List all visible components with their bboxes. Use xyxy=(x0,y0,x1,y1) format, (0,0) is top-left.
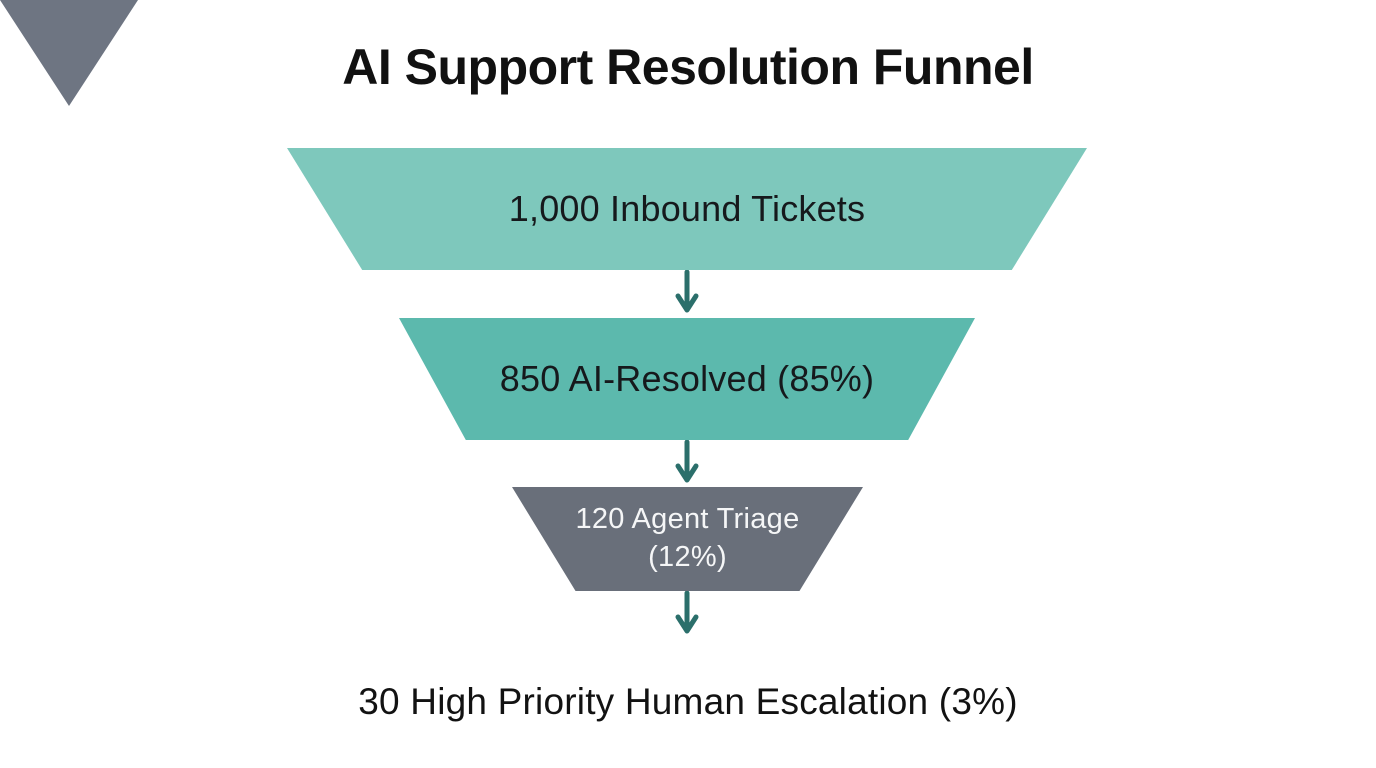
stage-ai-resolved-label: 850 AI-Resolved (85%) xyxy=(499,358,875,399)
chart-title: AI Support Resolution Funnel xyxy=(342,39,1034,95)
funnel-stage-ai-resolved: 850 AI-Resolved (85%) xyxy=(399,318,975,440)
stage-agent-triage-line2: (12%) xyxy=(648,541,727,573)
down-arrow-icon xyxy=(675,270,699,313)
stage-agent-triage-line1: 120 Agent Triage xyxy=(575,503,800,536)
escalation-label: 30 High Priority Human Escalation (3%) xyxy=(358,681,1018,722)
funnel-stage-agent-triage: 120 Agent Triage (12%) xyxy=(512,487,863,591)
funnel-stage-inbound-tickets: 1,000 Inbound Tickets xyxy=(287,148,1087,270)
stage-agent-triage-label: 120 Agent Triage (12%) xyxy=(575,501,799,576)
stage-inbound-label: 1,000 Inbound Tickets xyxy=(508,188,866,229)
down-arrow-icon xyxy=(675,591,699,634)
down-arrow-icon xyxy=(675,440,699,483)
